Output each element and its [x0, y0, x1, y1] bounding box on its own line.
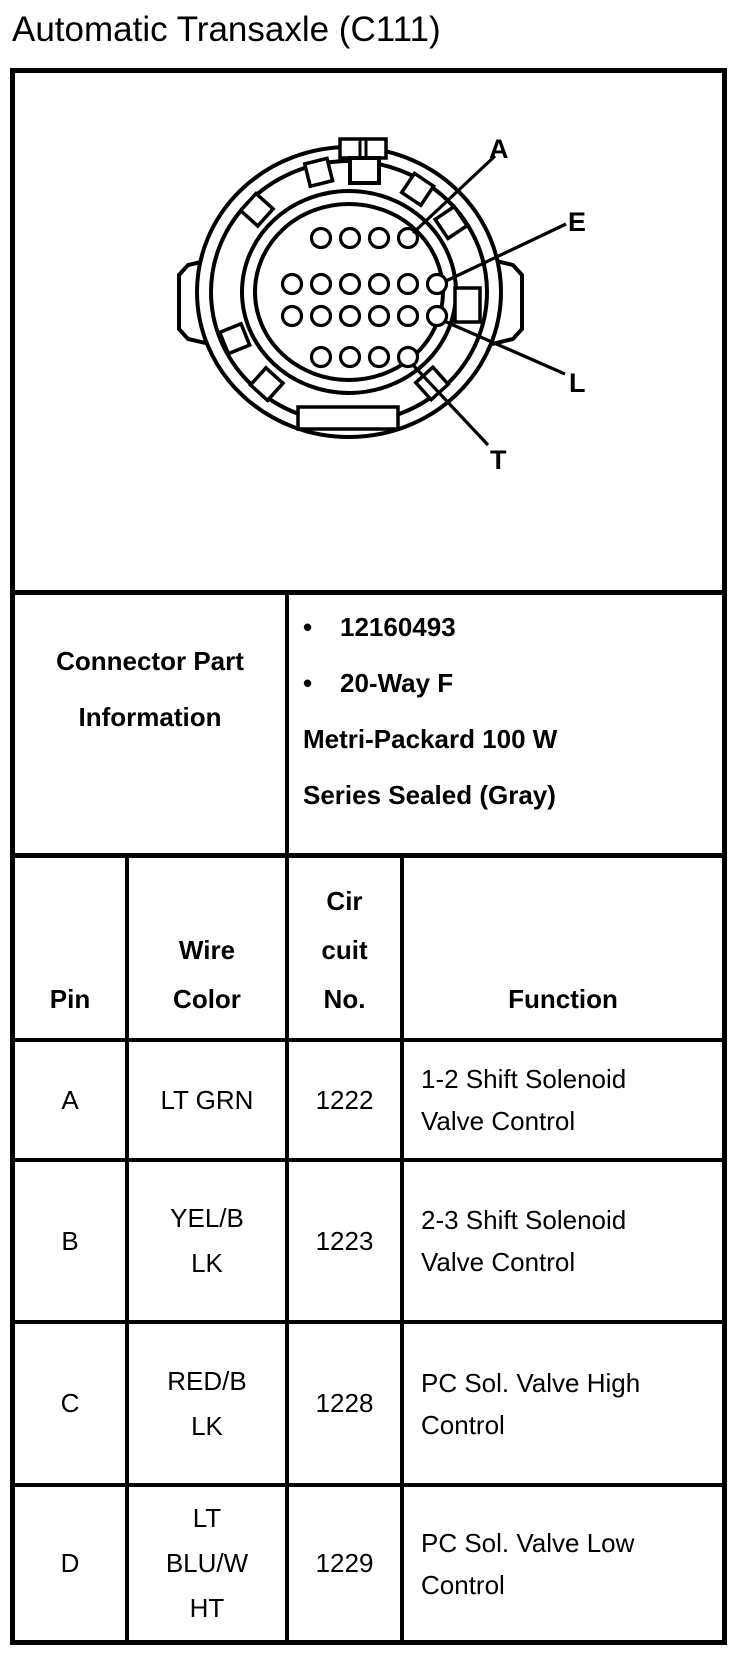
wire-color-cell: LT GRN [129, 1042, 289, 1158]
pin-label-l: L [569, 368, 586, 398]
part-number: 12160493 [340, 612, 456, 642]
pin-hole [396, 304, 420, 328]
pin-hole [338, 272, 362, 296]
table-row-pin-a: A LT GRN 1222 1-2 Shift Solenoid Valve C… [15, 1038, 722, 1158]
wire-color-cell: YEL/B LK [129, 1162, 289, 1320]
key-notch [432, 204, 470, 241]
pin-label-a: A [489, 134, 509, 164]
pin-callouts: A E L T [410, 134, 586, 475]
connector-part-info-label: Connector Part Information [15, 595, 289, 853]
circuit-no-cell: 1229 [289, 1487, 404, 1640]
inner-key-notch [453, 286, 482, 324]
connector-type: 20-Way F [340, 668, 454, 698]
pin-hole [280, 272, 304, 296]
function-cell: PC Sol. Valve High Control [421, 1367, 641, 1440]
pin-cell: D [15, 1487, 129, 1640]
header-wire-color: Wire Color [129, 858, 289, 1038]
table-row-pin-d: D LT BLU/W HT 1229 PC Sol. Valve Low Con… [15, 1483, 722, 1640]
function-cell: 1-2 Shift Solenoid Valve Control [421, 1064, 627, 1136]
key-notch [302, 156, 335, 189]
pin-hole [396, 272, 420, 296]
connector-part-info-details: •12160493 •20-Way F Metri-Packard 100 W … [289, 595, 722, 853]
key-notch [238, 191, 276, 229]
pin-hole [367, 345, 391, 369]
function-cell: PC Sol. Valve Low Control [421, 1527, 635, 1600]
function-cell: 2-3 Shift Solenoid Valve Control [421, 1205, 627, 1277]
leader-line-t [410, 362, 490, 447]
pin-hole-l [425, 304, 449, 328]
pin-hole [367, 272, 391, 296]
connector-face-diagram: A E L T [177, 134, 586, 475]
key-notch [399, 170, 437, 208]
header-function: Function [508, 984, 618, 1014]
pin-hole [367, 226, 391, 250]
pin-hole [309, 226, 333, 250]
pin-hole [309, 272, 333, 296]
bottom-key-notch [296, 405, 400, 431]
pin-label-e: E [568, 207, 586, 237]
page-title: Automatic Transaxle (C111) [12, 10, 441, 49]
connector-series-line: Series Sealed (Gray) [303, 780, 556, 810]
table-header-row: Pin Wire Color Cir cuit No. Function [15, 853, 722, 1038]
header-pin: Pin [15, 858, 129, 1038]
wire-color-cell: LT BLU/W HT [129, 1487, 289, 1640]
connector-document-box: A E L T Connector Part Information • 1216… [10, 68, 727, 1645]
connector-type-line: • 20-Way F [303, 655, 716, 711]
pin-cell: C [15, 1324, 129, 1483]
wire-color-cell: RED/B LK [129, 1324, 289, 1483]
top-latch-inner [348, 156, 381, 185]
key-notch [217, 321, 252, 356]
pin-hole [367, 304, 391, 328]
pin-cell: B [15, 1162, 129, 1320]
circuit-no-cell: 1223 [289, 1162, 404, 1320]
leader-line-a [411, 154, 497, 235]
connector-part-info-section: Connector Part Information • 12160493 • 20… [15, 590, 722, 853]
bullet-icon: • [303, 668, 313, 698]
leader-line-l [443, 319, 566, 376]
pinout-table: Pin Wire Color Cir cuit No. Function A L… [15, 853, 722, 1640]
bullet-icon: • [303, 612, 313, 642]
connector-diagram-section: A E L T [15, 73, 722, 590]
part-number-line: • 12160493 [303, 599, 716, 655]
pin-grid [280, 226, 449, 369]
pin-hole [338, 226, 362, 250]
key-notch [248, 365, 286, 403]
circuit-no-cell: 1222 [289, 1042, 404, 1158]
pin-hole-e [425, 272, 449, 296]
pin-hole [309, 345, 333, 369]
connector-series-line: Metri-Packard 100 W [303, 724, 558, 754]
pin-hole [280, 304, 304, 328]
pin-hole [309, 304, 333, 328]
table-row-pin-b: B YEL/B LK 1223 2-3 Shift Solenoid Valve… [15, 1158, 722, 1320]
pin-cell: A [15, 1042, 129, 1158]
leader-line-e [445, 222, 567, 283]
pin-hole-a [396, 226, 420, 250]
pin-hole [338, 345, 362, 369]
header-circuit-no: Cir cuit No. [289, 858, 404, 1038]
circuit-no-cell: 1228 [289, 1324, 404, 1483]
top-latch-outer [338, 137, 388, 160]
table-row-pin-c: C RED/B LK 1228 PC Sol. Valve High Contr… [15, 1320, 722, 1483]
pin-hole [338, 304, 362, 328]
pin-label-t: T [490, 445, 507, 475]
pin-hole-t [396, 345, 420, 369]
